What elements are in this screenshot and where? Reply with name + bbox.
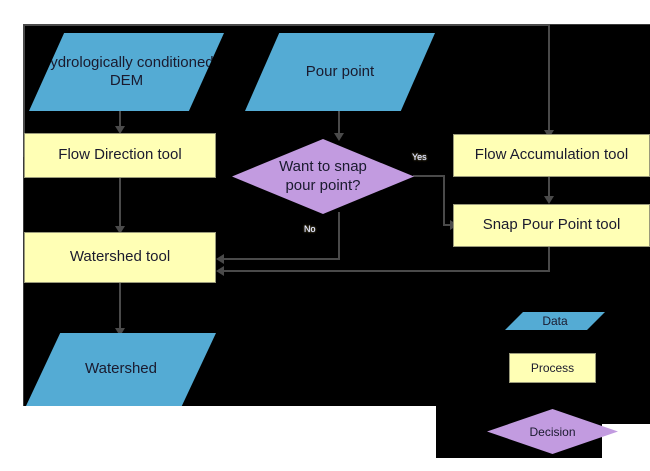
legend-background-strip [602,406,650,424]
connector-no-down [338,212,340,260]
arrowhead-watershed [115,328,125,336]
arrowhead-watershed-tool-top [115,226,125,234]
branch-label-yes: Yes [412,152,427,162]
branch-label-no: No [304,224,316,234]
node-snap-pour-point-tool[interactable]: Snap Pour Point tool [453,204,650,247]
node-label: Want to snap pour point? [279,158,367,194]
connector-snap-down [548,246,550,272]
node-label: Snap Pour Point tool [482,216,621,234]
connector-down-to-flow-accumulation [548,24,550,134]
connector-flow-direction-to-watershed-tool [119,178,121,230]
node-watershed-tool[interactable]: Watershed tool [24,232,216,283]
connector-yes-into-snap [443,224,457,226]
node-label: Watershed tool [69,248,171,266]
node-label: Hydrologically conditioned DEM [39,53,214,89]
connector-top-rail [23,24,550,26]
legend-label-data: Data [542,314,568,328]
legend-item-process: Process [509,353,596,383]
node-label: Watershed [85,360,157,378]
node-label: Pour point [305,62,375,80]
connector-yes-right [413,175,445,177]
legend-label-decision: Decision [529,424,576,439]
connector-no-left [222,258,340,260]
connector-pour-point-to-decision [338,110,340,137]
arrowhead-snap-pour-point-top [544,196,554,204]
arrowhead-watershed-tool-right-upper [216,254,224,264]
connector-dem-to-flow-direction [119,110,121,130]
connector-watershed-tool-to-watershed [119,283,121,332]
connector-flow-accum-to-snap [548,177,550,200]
node-label: Flow Direction tool [58,146,182,164]
node-label: Flow Accumulation tool [474,146,629,164]
connector-yes-down [443,175,445,225]
legend-label-process: Process [530,361,575,375]
legend-item-data: Data [505,312,605,330]
node-flow-accumulation-tool[interactable]: Flow Accumulation tool [453,134,650,177]
arrowhead-watershed-tool-right-lower [216,266,224,276]
connector-left-down [23,24,25,156]
arrowhead-decision [334,133,344,141]
connector-snap-left [222,270,550,272]
node-flow-direction-tool[interactable]: Flow Direction tool [24,133,216,178]
arrowhead-flow-direction [115,126,125,134]
